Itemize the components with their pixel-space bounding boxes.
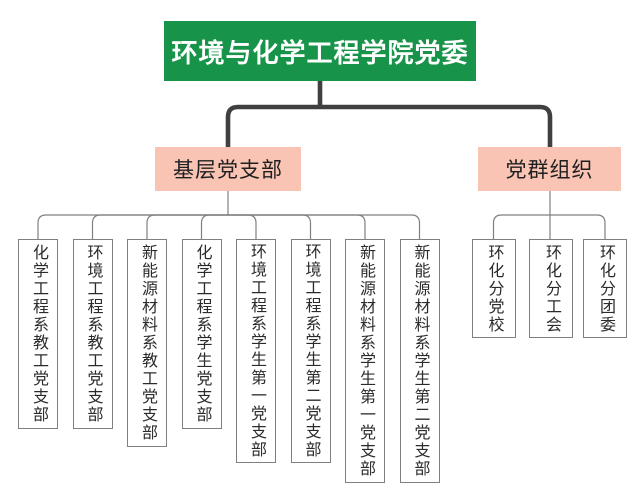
org-node-root: 环境与化学工程学院党委 xyxy=(164,21,476,81)
org-node-leaf: 新能源材料系学生第一党支部 xyxy=(345,239,385,483)
org-node-leaf: 环境工程系学生第一党支部 xyxy=(236,239,276,463)
org-node-leaf: 环化分团委 xyxy=(583,239,627,338)
org-node-branch-label: 党群组织 xyxy=(505,159,594,182)
root-connector xyxy=(225,81,553,149)
org-node-branch-grassroots: 基层党支部 xyxy=(155,147,301,191)
org-node-leaf: 环化分党校 xyxy=(471,239,516,338)
org-node-branch-label: 基层党支部 xyxy=(173,159,283,182)
org-node-branch-mass-orgs: 党群组织 xyxy=(478,147,621,191)
org-node-leaf: 新能源材料系学生第二党支部 xyxy=(399,239,440,483)
org-node-root-label: 环境与化学工程学院党委 xyxy=(171,37,469,68)
org-node-leaf: 环境工程系学生第二党支部 xyxy=(290,239,331,463)
org-node-leaf: 环化分工会 xyxy=(529,239,573,338)
org-node-leaf: 化学工程系教工党支部 xyxy=(18,239,58,429)
org-node-leaf: 化学工程系学生党支部 xyxy=(181,239,222,429)
org-node-leaf: 新能源材料系教工党支部 xyxy=(127,239,167,447)
org-node-leaf: 环境工程系教工党支部 xyxy=(72,239,113,429)
right-branch-connectors xyxy=(492,191,606,240)
left-branch-connectors xyxy=(37,191,421,240)
